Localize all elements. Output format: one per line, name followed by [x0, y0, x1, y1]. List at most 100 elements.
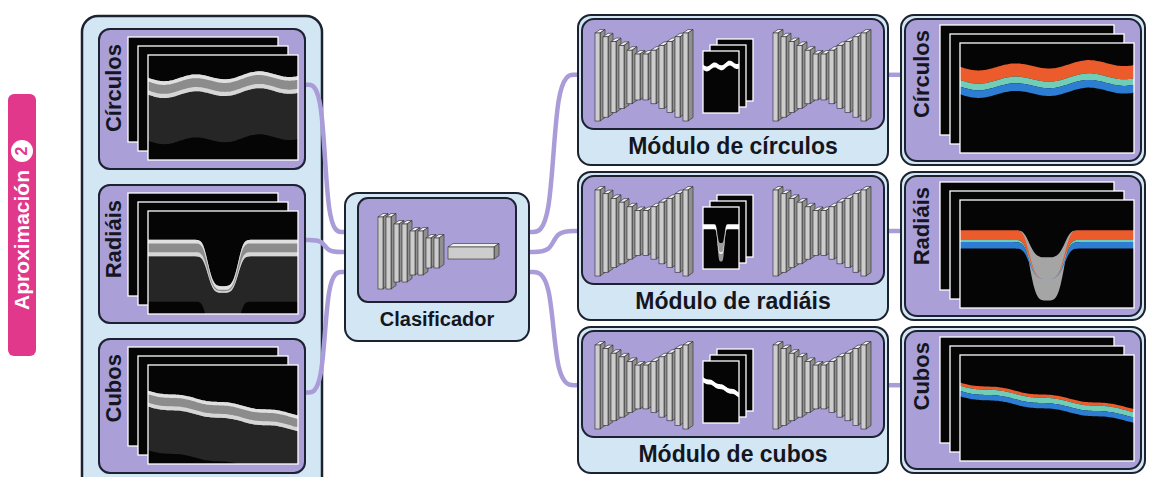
box-fill	[900, 171, 1146, 321]
box-fill	[900, 326, 1146, 474]
box-fill	[577, 14, 889, 166]
retina-band	[148, 71, 298, 98]
layer-front	[675, 37, 680, 117]
layer-front	[789, 353, 794, 421]
layer-front	[667, 42, 672, 113]
image-ground	[960, 355, 1134, 461]
layer-front	[797, 357, 802, 417]
module-box-art	[577, 326, 889, 474]
layer-front	[603, 349, 608, 426]
box-fill	[577, 326, 889, 474]
layer-front	[595, 190, 600, 276]
layer-front	[861, 345, 866, 429]
layer-front	[861, 33, 866, 121]
box-fill	[98, 338, 306, 474]
layer-front	[434, 238, 439, 268]
box-title: Clasificador	[380, 306, 494, 332]
retina-band	[148, 240, 298, 293]
module-box-art	[577, 171, 889, 321]
layer-front	[402, 224, 407, 282]
seg-layer	[960, 80, 1134, 98]
layer-front	[821, 365, 826, 409]
layer-top	[448, 244, 499, 248]
image-content	[148, 240, 298, 314]
layer-front	[675, 194, 680, 273]
image-content	[703, 61, 739, 72]
tissue	[148, 391, 298, 464]
box-title: Módulo de círculos	[628, 133, 838, 159]
image-ground	[703, 361, 739, 423]
layer-front	[659, 45, 664, 108]
output-box-art	[900, 326, 1146, 474]
layer-front	[426, 238, 431, 268]
image-border	[148, 55, 298, 160]
mask-band	[703, 377, 739, 397]
input-box: Círculos	[98, 28, 306, 170]
layer-side	[439, 235, 444, 269]
module-box: Módulo de círculos	[577, 14, 889, 166]
inner-panel	[905, 176, 1141, 316]
layer-front	[667, 353, 672, 421]
layer-front	[611, 42, 616, 113]
image-ground	[960, 43, 1134, 153]
layer-front	[813, 365, 818, 409]
inner-panel	[582, 19, 884, 129]
vertical-label: Círculos	[101, 38, 127, 160]
input-box-art	[98, 28, 306, 170]
layer-front	[378, 217, 383, 289]
layer-front	[773, 33, 778, 121]
output-box-art	[900, 171, 1146, 321]
image-content	[703, 377, 739, 397]
seg-layer	[960, 240, 1134, 279]
image-border	[148, 365, 298, 464]
layer-side	[494, 244, 499, 260]
layer-front	[635, 54, 640, 100]
layer-front	[829, 207, 834, 259]
rpe-line	[148, 252, 298, 293]
image-border	[703, 207, 739, 269]
layer-front	[837, 357, 842, 417]
image-content	[148, 391, 298, 464]
layer-front	[845, 198, 850, 267]
layer-front	[418, 231, 423, 275]
connector	[530, 231, 577, 252]
layer-front	[773, 345, 778, 429]
image-content	[960, 230, 1134, 300]
box-fill	[577, 171, 889, 321]
inner-panel	[582, 331, 884, 437]
layer-front	[797, 45, 802, 108]
layer-front	[635, 211, 640, 256]
layer-front	[635, 365, 640, 409]
vertical-label: Radiáis	[909, 181, 935, 311]
layer-front	[394, 224, 399, 282]
vertical-label: Círculos	[909, 24, 935, 156]
layer-front	[651, 50, 656, 104]
layer-front	[813, 54, 818, 100]
image-ground	[703, 207, 739, 269]
surface-line	[148, 71, 298, 85]
layer-side	[866, 30, 871, 122]
layer-front	[675, 349, 680, 426]
layer-front	[821, 211, 826, 256]
layer-front	[821, 54, 826, 100]
image-border	[960, 43, 1134, 153]
layer-front	[805, 207, 810, 259]
layer-front	[781, 37, 786, 117]
connector	[530, 272, 577, 385]
layer-front	[659, 202, 664, 264]
seg-layer	[960, 391, 1134, 423]
input-box-art	[98, 184, 306, 348]
layer-front	[853, 37, 858, 117]
mask-band	[703, 224, 739, 253]
image-border	[148, 211, 298, 314]
layer-front	[627, 207, 632, 259]
box-title: Módulo de radiáis	[635, 288, 831, 314]
output-box: Cubos	[900, 326, 1146, 474]
layer-front	[595, 33, 600, 121]
layer-front	[611, 198, 616, 267]
layer-front	[797, 202, 802, 264]
layer-front	[619, 45, 624, 108]
mask-band	[703, 61, 739, 72]
image-content	[960, 383, 1134, 423]
connector	[889, 73, 900, 78]
